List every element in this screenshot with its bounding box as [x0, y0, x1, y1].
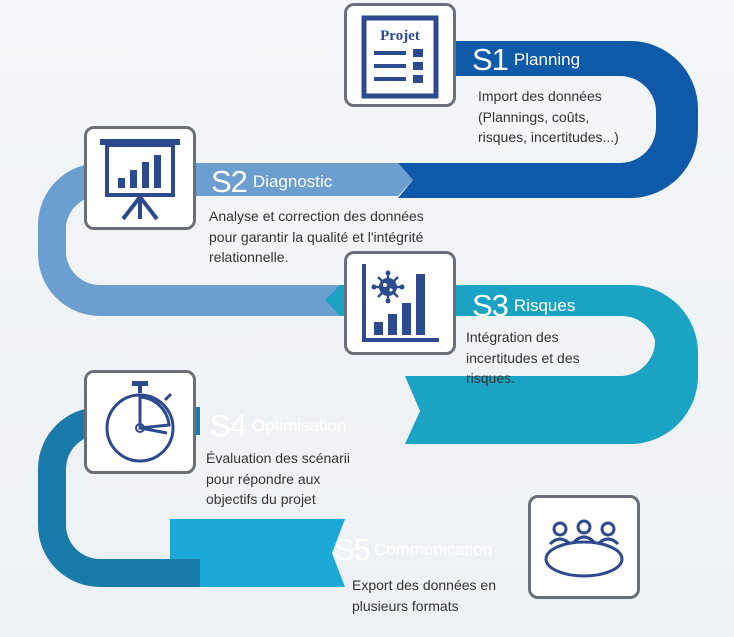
description-line: plusieurs formats — [352, 597, 459, 614]
description-line: Analyse et correction des données — [209, 208, 424, 224]
virus-bar-chart-icon — [362, 264, 439, 342]
description-s2: Analyse et correction des données pour g… — [209, 206, 424, 268]
card-s4 — [84, 370, 196, 474]
icon-text: Projet — [380, 28, 420, 44]
description-line: Import des données — [478, 88, 602, 104]
stage-number: S2 — [211, 164, 248, 199]
description-line: incertitudes et des — [466, 349, 580, 366]
description-line: Intégration des — [466, 329, 559, 345]
description-line: risques. — [466, 370, 516, 386]
meeting-table-icon — [544, 519, 624, 578]
description-line: objectifs du projet — [206, 491, 316, 507]
presentation-chart-icon — [100, 139, 180, 221]
stage-number: S3 — [472, 288, 509, 323]
card-s3 — [344, 251, 456, 355]
path-segment-s5 — [170, 519, 345, 587]
card-s5 — [528, 495, 640, 599]
stage-number: S4 — [210, 408, 247, 443]
description-line: (Plannings, coûts, — [478, 108, 590, 125]
description-s1: Import des données (Plannings, coûts, ri… — [478, 86, 619, 148]
path-segment-s2 — [38, 163, 430, 316]
description-line: Évaluation des scénarii — [206, 450, 350, 466]
card-s2 — [84, 126, 196, 230]
project-checklist-icon: Projet — [361, 15, 439, 99]
description-line: relationnelle. — [209, 249, 289, 265]
stage-number: S1 — [472, 42, 509, 77]
description-s4: Évaluation des scénarii pour répondre au… — [206, 448, 350, 510]
stage-title: Diagnostic — [252, 172, 333, 191]
stopwatch-icon — [105, 381, 175, 463]
description-s3: Intégration des incertitudes et des risq… — [466, 327, 580, 389]
stage-title: Risques — [513, 296, 576, 315]
description-line: pour répondre aux — [206, 470, 321, 487]
stage-title: Communication — [373, 540, 493, 559]
description-line: risques, incertitudes...) — [478, 129, 619, 145]
description-line: Export des données en — [352, 577, 496, 593]
description-line: pour garantir la qualité et l'intégrité — [209, 228, 424, 245]
path-segment-s3 — [270, 285, 698, 444]
stage-title: Optimisation — [251, 416, 347, 435]
stage-title: Planning — [513, 50, 581, 69]
description-s5: Export des données en plusieurs formats — [352, 575, 496, 616]
stage-number: S5 — [334, 532, 371, 567]
card-s1: Projet — [344, 3, 456, 107]
